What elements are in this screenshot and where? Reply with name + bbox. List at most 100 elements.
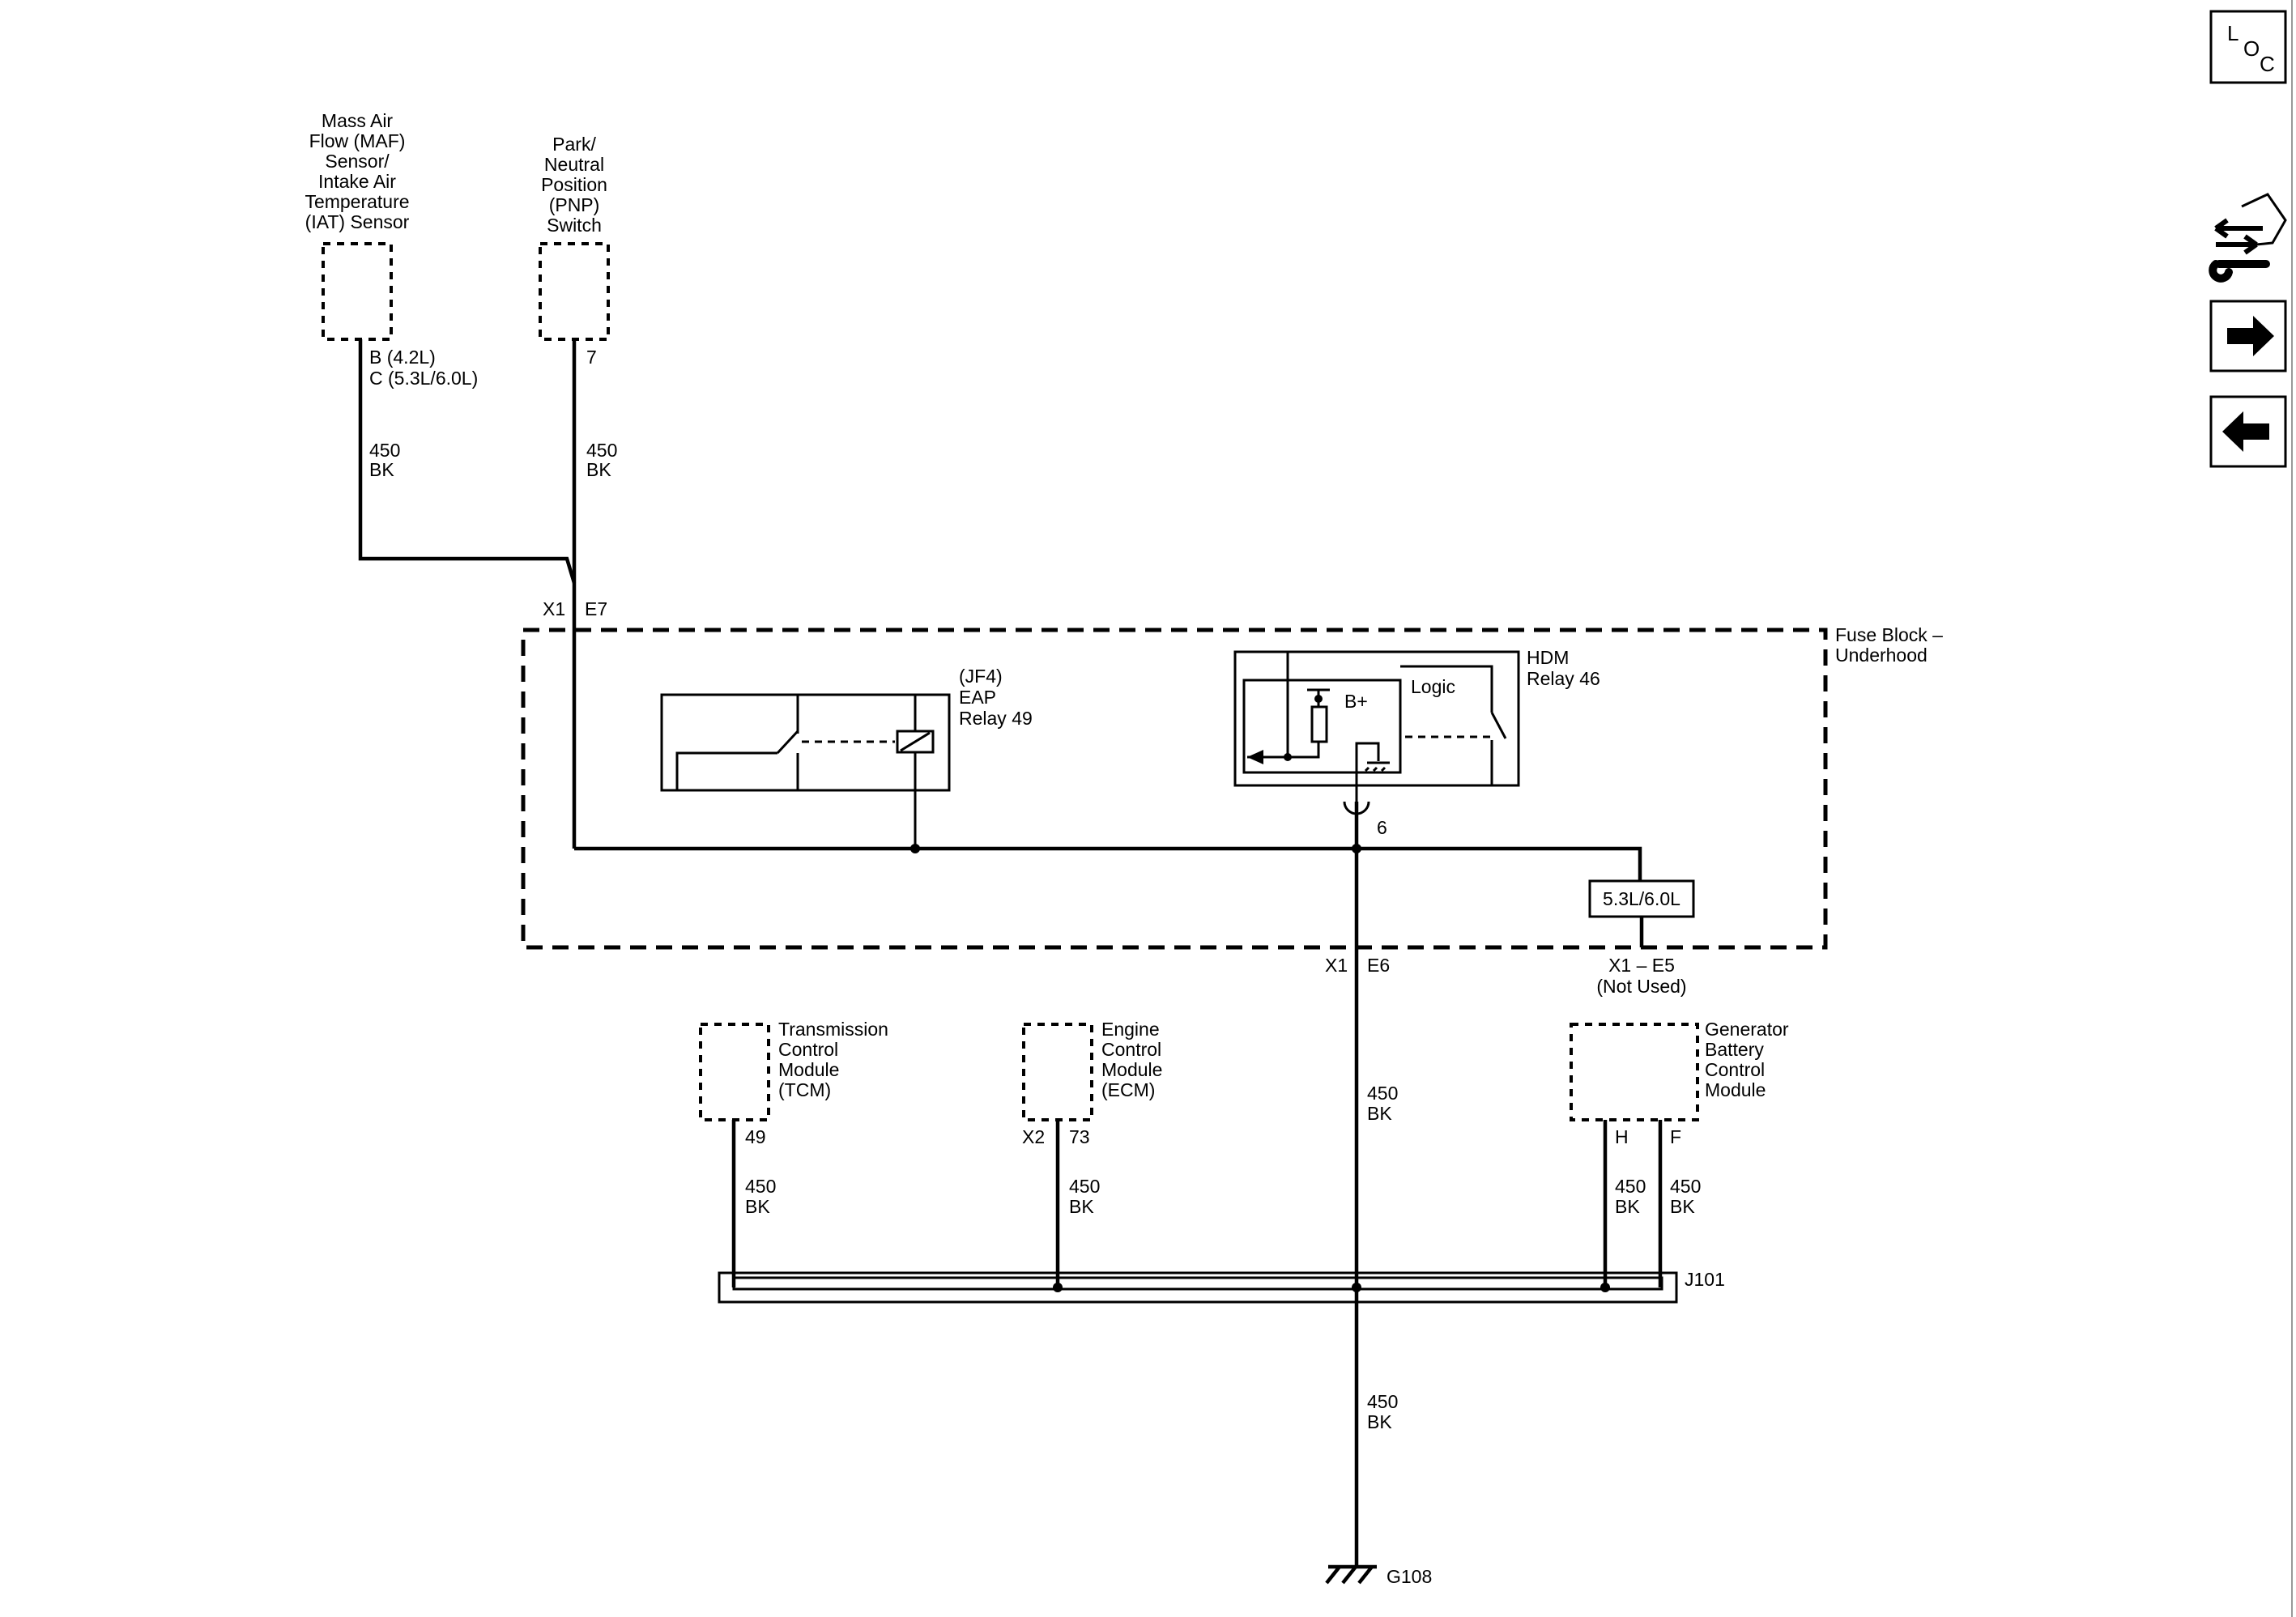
loc-button[interactable]: L O C <box>2209 10 2287 84</box>
eap-relay-contact <box>776 695 799 790</box>
location-icon <box>2209 10 2287 84</box>
pnp-wire-circuit: 450 <box>586 440 617 461</box>
maf-label-line-3: Sensor/ <box>325 151 390 172</box>
eap-relay-box <box>660 693 951 792</box>
splice-node-gbcm <box>1600 1283 1610 1292</box>
maf-pin-c: C (5.3L/6.0L) <box>369 368 478 389</box>
generator-battery-control-module: Generator Battery Control Module H F 450… <box>1570 1019 1789 1287</box>
eap-relay-coil-slash <box>900 731 931 752</box>
hdm-node-1 <box>1284 753 1292 761</box>
eap-relay-label-line-3: Relay 49 <box>959 708 1033 729</box>
next-page-button[interactable] <box>2209 300 2287 372</box>
maf-sensor-box <box>322 242 393 341</box>
pnp-label-line-1: Park/ <box>552 134 596 155</box>
maf-label-line-4: Intake Air <box>318 171 396 192</box>
hdm-resistor-lead <box>1247 742 1320 759</box>
splice-inner <box>732 1276 1663 1291</box>
hdm-node-2 <box>1314 695 1323 703</box>
hdm-relay-box <box>1233 650 1520 787</box>
wrench-shape <box>2209 260 2270 283</box>
hdm-resistor <box>1310 705 1328 743</box>
ecm-connector: X2 <box>1022 1126 1045 1147</box>
gbcm-label-line-2: Battery <box>1705 1039 1764 1060</box>
ecm-pin: 73 <box>1069 1126 1090 1147</box>
splice-node-ecm <box>1053 1283 1063 1292</box>
maf-pin-b: B (4.2L) <box>369 347 436 368</box>
splice-j101: J101 <box>718 1269 1725 1304</box>
fuse-block-ground-bus <box>574 846 1642 881</box>
fuse-block-label-line-2: Underhood <box>1835 645 1928 666</box>
exit-e5-note: (Not Used) <box>1596 976 1686 997</box>
gbcm-label-line-3: Control <box>1705 1059 1765 1080</box>
tcm-wire-color: BK <box>745 1196 770 1217</box>
main-wire-circuit-upper: 450 <box>1367 1083 1398 1104</box>
engine-option-label: 5.3L/6.0L <box>1603 888 1680 909</box>
ecm-wire-circuit: 450 <box>1069 1176 1100 1197</box>
bus-junction-eap <box>910 844 920 853</box>
hdm-relay-label-line-2: Relay 46 <box>1527 668 1600 689</box>
main-wire-color-upper: BK <box>1367 1103 1392 1124</box>
eap-relay-label-line-1: (JF4) <box>959 666 1003 687</box>
ecm-label-line-1: Engine <box>1101 1019 1160 1040</box>
tcm-pin: 49 <box>745 1126 766 1147</box>
hdm-logic-ground <box>1355 742 1390 785</box>
ecm-box <box>1022 1023 1093 1121</box>
main-wire-color-lower: BK <box>1367 1411 1392 1432</box>
fuse-entry-connector: X1 <box>543 598 565 619</box>
ecm-label-line-3: Module <box>1101 1059 1162 1080</box>
loc-letter-o: O <box>2243 36 2260 61</box>
fuse-block-underhood: Fuse Block – Underhood (JF4) EAP Relay 4… <box>521 624 1943 997</box>
maf-iat-sensor: Mass Air Flow (MAF) Sensor/ Intake Air T… <box>305 110 478 480</box>
previous-page-button[interactable] <box>2209 395 2287 468</box>
ground-label: G108 <box>1387 1566 1432 1587</box>
pnp-switch: Park/ Neutral Position (PNP) Switch 7 45… <box>539 134 617 480</box>
ecm-module: Engine Control Module (ECM) X2 73 450 BK <box>1022 1019 1162 1287</box>
arrow-left-icon <box>2222 411 2269 452</box>
hdm-pin-6: 6 <box>1377 817 1387 838</box>
tcm-module: Transmission Control Module (TCM) 49 450… <box>699 1019 888 1287</box>
pnp-label-line-5: Switch <box>547 215 602 236</box>
pnp-label-line-2: Neutral <box>544 154 604 175</box>
pnp-label-line-4: (PNP) <box>549 194 600 215</box>
gbcm-f-circuit: 450 <box>1670 1176 1701 1197</box>
next-button-frame <box>2209 300 2287 372</box>
fuse-block-label-line-1: Fuse Block – <box>1835 624 1943 645</box>
splice-node-main <box>1352 1283 1361 1292</box>
ecm-wire-color: BK <box>1069 1196 1094 1217</box>
ground-symbol <box>1325 1564 1377 1585</box>
maf-label-line-2: Flow (MAF) <box>309 130 406 151</box>
hdm-logic-feed <box>1400 665 1493 713</box>
loc-letter-l: L <box>2227 21 2238 45</box>
previous-button-frame <box>2209 395 2287 468</box>
fuse-entry-pin: E7 <box>585 598 607 619</box>
maf-label-line-6: (IAT) Sensor <box>305 211 410 232</box>
maf-label-line-1: Mass Air <box>322 110 394 131</box>
pnp-pin: 7 <box>586 347 597 368</box>
tcm-label-line-1: Transmission <box>778 1019 888 1040</box>
eap-relay-circuit <box>675 751 777 790</box>
splice-outer <box>718 1271 1678 1304</box>
hdm-logic-label: Logic <box>1411 676 1455 697</box>
maf-wire <box>358 339 577 584</box>
gbcm-h-circuit: 450 <box>1615 1176 1646 1197</box>
splice-label: J101 <box>1685 1269 1725 1290</box>
gbcm-pin-f: F <box>1670 1126 1681 1147</box>
connector-wrench-icon[interactable] <box>2209 193 2287 283</box>
hdm-output-arrow <box>1247 750 1263 764</box>
ground-g108: G108 <box>1325 1564 1432 1587</box>
eap-relay-label-line-2: EAP <box>959 687 996 708</box>
hdm-relay-label-line-1: HDM <box>1527 647 1569 668</box>
hdm-bplus-label: B+ <box>1344 691 1368 712</box>
maf-wire-color: BK <box>369 459 394 480</box>
gbcm-pin-h: H <box>1615 1126 1629 1147</box>
exit-e6-pin: E6 <box>1367 955 1390 976</box>
fuse-block-outline <box>521 628 1828 950</box>
connector-outline <box>2241 193 2287 246</box>
loc-letter-c: C <box>2260 52 2275 76</box>
gbcm-label-line-4: Module <box>1705 1079 1766 1100</box>
tcm-label-line-2: Control <box>778 1039 838 1060</box>
tcm-box <box>699 1023 770 1121</box>
gbcm-label-line-1: Generator <box>1705 1019 1789 1040</box>
tcm-label-line-4: (TCM) <box>778 1079 831 1100</box>
